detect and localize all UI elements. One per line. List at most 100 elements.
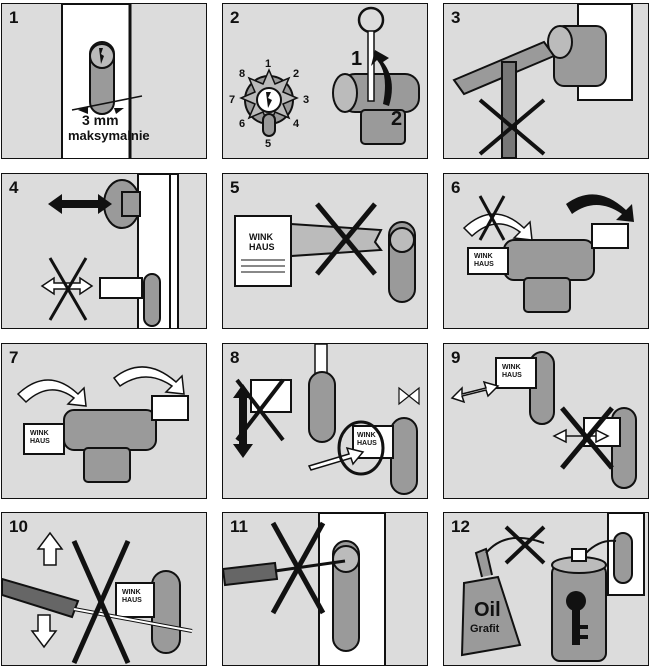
brand-label: WINK HAUS bbox=[122, 589, 142, 604]
no-hammer-illustration bbox=[452, 4, 633, 158]
panel-number: 9 bbox=[451, 348, 461, 367]
double-arrow-icon bbox=[450, 380, 500, 404]
panel-9: 9 WINK HAUS bbox=[443, 343, 649, 499]
dial-label-5: 5 bbox=[265, 138, 272, 150]
brand-label: WINK HAUS bbox=[30, 430, 50, 445]
panel-number: 1 bbox=[9, 8, 19, 27]
graphite-label: Grafit bbox=[470, 623, 500, 635]
dial-label-4: 4 bbox=[293, 118, 300, 130]
turn-key-illustration bbox=[16, 366, 189, 483]
straight-arrow-icon bbox=[307, 446, 365, 471]
panel-number: 5 bbox=[230, 178, 240, 197]
cylinder-lock-icon bbox=[89, 41, 115, 115]
brand-label: WINK HAUS bbox=[249, 232, 275, 252]
cross-icon bbox=[235, 378, 285, 442]
panel-number: 3 bbox=[451, 8, 461, 27]
cylinder-lock-icon bbox=[308, 371, 418, 495]
panel-number: 12 bbox=[451, 517, 470, 536]
no-screwdriver-lever-illustration bbox=[2, 531, 193, 665]
dial-label-3: 3 bbox=[303, 94, 310, 106]
brand-label: WINK HAUS bbox=[502, 364, 522, 379]
knob-icon bbox=[103, 179, 141, 229]
cross-icon bbox=[478, 98, 546, 156]
step-label-1: 1 bbox=[351, 48, 363, 70]
panel-number: 7 bbox=[9, 348, 19, 367]
cross-icon bbox=[560, 406, 614, 470]
cylinder-lock-icon bbox=[143, 273, 161, 327]
dial-label-1: 1 bbox=[265, 58, 272, 70]
key-icon bbox=[99, 277, 143, 299]
panel-10: 10 WINK HAUS bbox=[1, 512, 207, 666]
panel-5: 5 WINK HAUS bbox=[222, 173, 428, 329]
lock-protrusion-illustration bbox=[61, 4, 143, 158]
vertical-arrow-icon bbox=[233, 384, 253, 458]
no-wrong-key-illustration bbox=[234, 202, 416, 303]
cross-icon bbox=[504, 525, 546, 565]
panel-11: 11 bbox=[222, 512, 428, 666]
panel-8: 8 WINK HAUS bbox=[222, 343, 428, 499]
no-turn-illustration bbox=[462, 194, 634, 313]
cross-icon bbox=[71, 539, 131, 665]
cylinder-lock-icon bbox=[388, 221, 416, 303]
spray-can-icon bbox=[551, 539, 617, 662]
panel-number: 10 bbox=[9, 517, 28, 536]
curved-arrow-icon bbox=[16, 379, 87, 407]
measurement-caption: maksymalnie bbox=[68, 128, 150, 143]
key-icon bbox=[115, 582, 155, 618]
step-label-2: 2 bbox=[391, 108, 403, 130]
key-icon bbox=[467, 223, 629, 275]
cross-icon bbox=[478, 195, 506, 241]
panel-number: 6 bbox=[451, 178, 461, 197]
no-lever-illustration bbox=[40, 174, 179, 328]
panel-2: 2 8 1 2 3 4 5 6 7 1 2 bbox=[222, 3, 428, 159]
no-screwdriver-insert-illustration bbox=[223, 513, 386, 665]
cylinder-lock-icon bbox=[63, 409, 157, 483]
bowtie-icon bbox=[398, 386, 420, 406]
measurement-label: 3 mm bbox=[82, 112, 119, 128]
no-side-pull-illustration bbox=[450, 351, 637, 489]
dial-label-2: 2 bbox=[293, 68, 300, 80]
key-insert-illustration bbox=[239, 6, 420, 145]
key-icon bbox=[234, 215, 383, 287]
panel-1: 1 3 mm maksymalnie bbox=[1, 3, 207, 159]
cross-icon bbox=[48, 257, 88, 321]
curved-arrow-icon bbox=[566, 194, 634, 222]
dial-label-7: 7 bbox=[229, 94, 236, 106]
down-arrow-icon bbox=[30, 614, 58, 649]
cylinder-lock-icon bbox=[547, 25, 607, 87]
oil-can-icon bbox=[460, 536, 545, 657]
panel-4: 4 bbox=[1, 173, 207, 329]
brand-label: WINK HAUS bbox=[357, 432, 377, 447]
rotate-arrow-icon bbox=[337, 420, 385, 476]
key-icon bbox=[23, 395, 189, 455]
cylinder-lock-icon bbox=[503, 239, 595, 313]
cylinder-lock-icon bbox=[613, 532, 633, 584]
screwdriver-icon bbox=[223, 559, 346, 587]
double-arrow-icon bbox=[48, 194, 112, 214]
key-rotation-illustration bbox=[233, 344, 420, 495]
panel-number: 2 bbox=[230, 8, 240, 27]
panel-3: 3 bbox=[443, 3, 649, 159]
curved-arrow-icon bbox=[112, 366, 185, 395]
brand-label: WINK HAUS bbox=[474, 253, 494, 268]
lubrication-illustration bbox=[460, 513, 645, 662]
cross-icon bbox=[270, 521, 326, 615]
dial-label-6: 6 bbox=[239, 118, 246, 130]
oil-label: Oil bbox=[474, 599, 501, 621]
panel-number: 8 bbox=[230, 348, 240, 367]
panel-7: 7 WINK HAUS bbox=[1, 343, 207, 499]
panel-number: 4 bbox=[9, 178, 19, 197]
up-arrow-icon bbox=[36, 531, 64, 566]
panel-number: 11 bbox=[230, 517, 248, 536]
panel-12: 12 Oil Grafit bbox=[443, 512, 649, 666]
panel-6: 6 WINK HAUS bbox=[443, 173, 649, 329]
cylinder-lock-icon bbox=[151, 570, 181, 654]
cylinder-lock-icon bbox=[332, 73, 420, 145]
double-arrow-icon bbox=[552, 428, 610, 444]
cylinder-lock-icon bbox=[332, 540, 360, 652]
lock-dial-icon bbox=[239, 68, 299, 137]
rotate-arrow-icon bbox=[371, 50, 392, 106]
hammer-icon bbox=[452, 40, 556, 158]
key-icon bbox=[566, 591, 588, 645]
cross-icon bbox=[315, 202, 377, 276]
